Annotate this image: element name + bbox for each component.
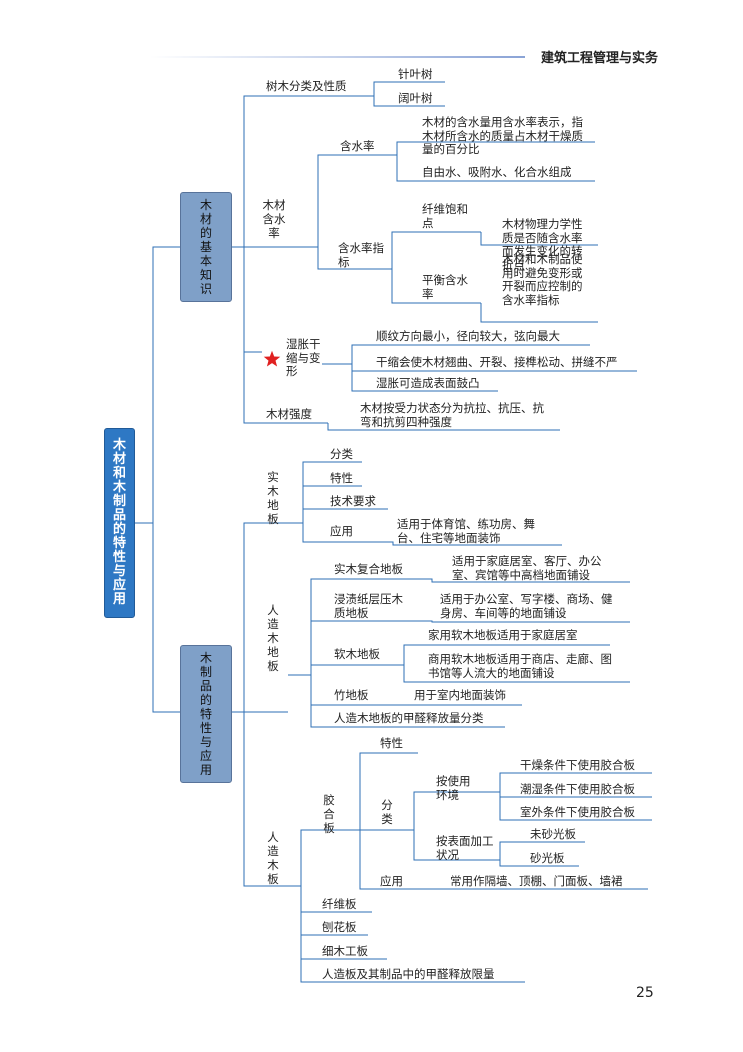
plywood-prop: 特性 xyxy=(380,736,403,750)
swell-label: 湿胀干缩与变形 xyxy=(286,337,321,378)
cork-floor-label: 软木地板 xyxy=(334,647,380,661)
bamboo-floor-label: 竹地板 xyxy=(334,688,369,702)
plywood-use-label: 应用 xyxy=(380,874,403,888)
moisture-content-desc: 木材的含水量用含水率表示，指木材所含水的质量占木材干燥质量的百分比 xyxy=(422,115,583,156)
particleboard-label: 刨花板 xyxy=(322,920,357,934)
branch-wood-basics-box: 木材的基本知识 xyxy=(180,192,232,302)
solid-use-desc: 适用于体育馆、练功房、舞台、住宅等地面装饰 xyxy=(397,517,535,545)
moisture-content-label: 含水率 xyxy=(340,139,375,153)
art-board-label: 人造木板 xyxy=(267,830,279,886)
moisture-composition: 自由水、吸附水、化合水组成 xyxy=(422,165,572,179)
composite-floor-desc: 适用于家庭居室、客厅、办公室、宾馆等中高档地面铺设 xyxy=(452,554,602,582)
solid-use: 应用 xyxy=(330,524,353,538)
laminate-floor-label: 浸渍纸层压木质地板 xyxy=(334,592,403,620)
env-label: 按使用环境 xyxy=(436,774,471,802)
solid-floor-label: 实木地板 xyxy=(267,470,279,526)
solid-req: 技术要求 xyxy=(330,494,376,508)
strength-desc: 木材按受力状态分为抗拉、抗压、抗弯和抗剪四种强度 xyxy=(360,401,544,429)
page-number: 25 xyxy=(636,985,654,1001)
swell-item-3: 湿胀可造成表面鼓凸 xyxy=(376,376,480,390)
strength-label: 木材强度 xyxy=(266,407,312,421)
solid-prop: 特性 xyxy=(330,471,353,485)
board-formaldehyde-limit: 人造板及其制品中的甲醛释放限量 xyxy=(322,967,495,981)
surface-unsanded: 未砂光板 xyxy=(530,827,576,841)
env-outdoor: 室外条件下使用胶合板 xyxy=(520,805,635,819)
floor-formaldehyde: 人造木地板的甲醛释放量分类 xyxy=(334,711,484,725)
composite-floor-label: 实木复合地板 xyxy=(334,562,403,576)
env-humid: 潮湿条件下使用胶合板 xyxy=(520,782,635,796)
surface-sanded: 砂光板 xyxy=(530,851,565,865)
env-dry: 干燥条件下使用胶合板 xyxy=(520,758,635,772)
surface-label: 按表面加工状况 xyxy=(436,834,494,862)
plywood-use-desc: 常用作隔墙、顶棚、门面板、墙裙 xyxy=(450,874,623,888)
plywood-label: 胶合板 xyxy=(323,793,335,835)
header-rule xyxy=(150,56,525,58)
fsp-desc: 木材物理力学性质是否随含水率而发生变化的转折点 xyxy=(502,217,583,272)
leaf-conifer: 针叶树 xyxy=(398,67,433,81)
bamboo-floor-desc: 用于室内地面装饰 xyxy=(414,688,506,702)
header-title: 建筑工程管理与实务 xyxy=(541,51,659,66)
moisture-label: 木材含水率 xyxy=(262,198,286,240)
root-topic-box: 木材和木制品的特性与应用 xyxy=(104,428,135,618)
fiberboard-label: 纤维板 xyxy=(322,897,357,911)
cork-floor-commercial: 商用软木地板适用于商店、走廊、图书馆等人流大的地面铺设 xyxy=(428,652,612,680)
branch-wood-products-box: 木制品的特性与应用 xyxy=(180,645,232,783)
tree-class-label: 树木分类及性质 xyxy=(266,79,347,93)
swell-item-1: 顺纹方向最小，径向较大，弦向最大 xyxy=(376,329,560,343)
leaf-broadleaf: 阔叶树 xyxy=(398,91,433,105)
plywood-class: 分类 xyxy=(381,798,393,826)
swell-item-2: 干缩会使木材翘曲、开裂、接榫松动、拼缝不严 xyxy=(376,355,618,369)
moisture-index-label: 含水率指标 xyxy=(338,241,384,269)
star-icon xyxy=(263,350,281,367)
solid-class: 分类 xyxy=(330,447,353,461)
emc-desc: 木材和木制品使用时避免变形或开裂而应控制的含水率指标 xyxy=(502,252,583,307)
art-floor-label: 人造木地板 xyxy=(267,603,279,673)
emc-label: 平衡含水率 xyxy=(422,273,468,301)
blockboard-label: 细木工板 xyxy=(322,944,368,958)
laminate-floor-desc: 适用于办公室、写字楼、商场、健身房、车间等的地面铺设 xyxy=(440,592,613,620)
fsp-label: 纤维饱和点 xyxy=(422,202,468,230)
cork-floor-home: 家用软木地板适用于家庭居室 xyxy=(428,628,578,642)
